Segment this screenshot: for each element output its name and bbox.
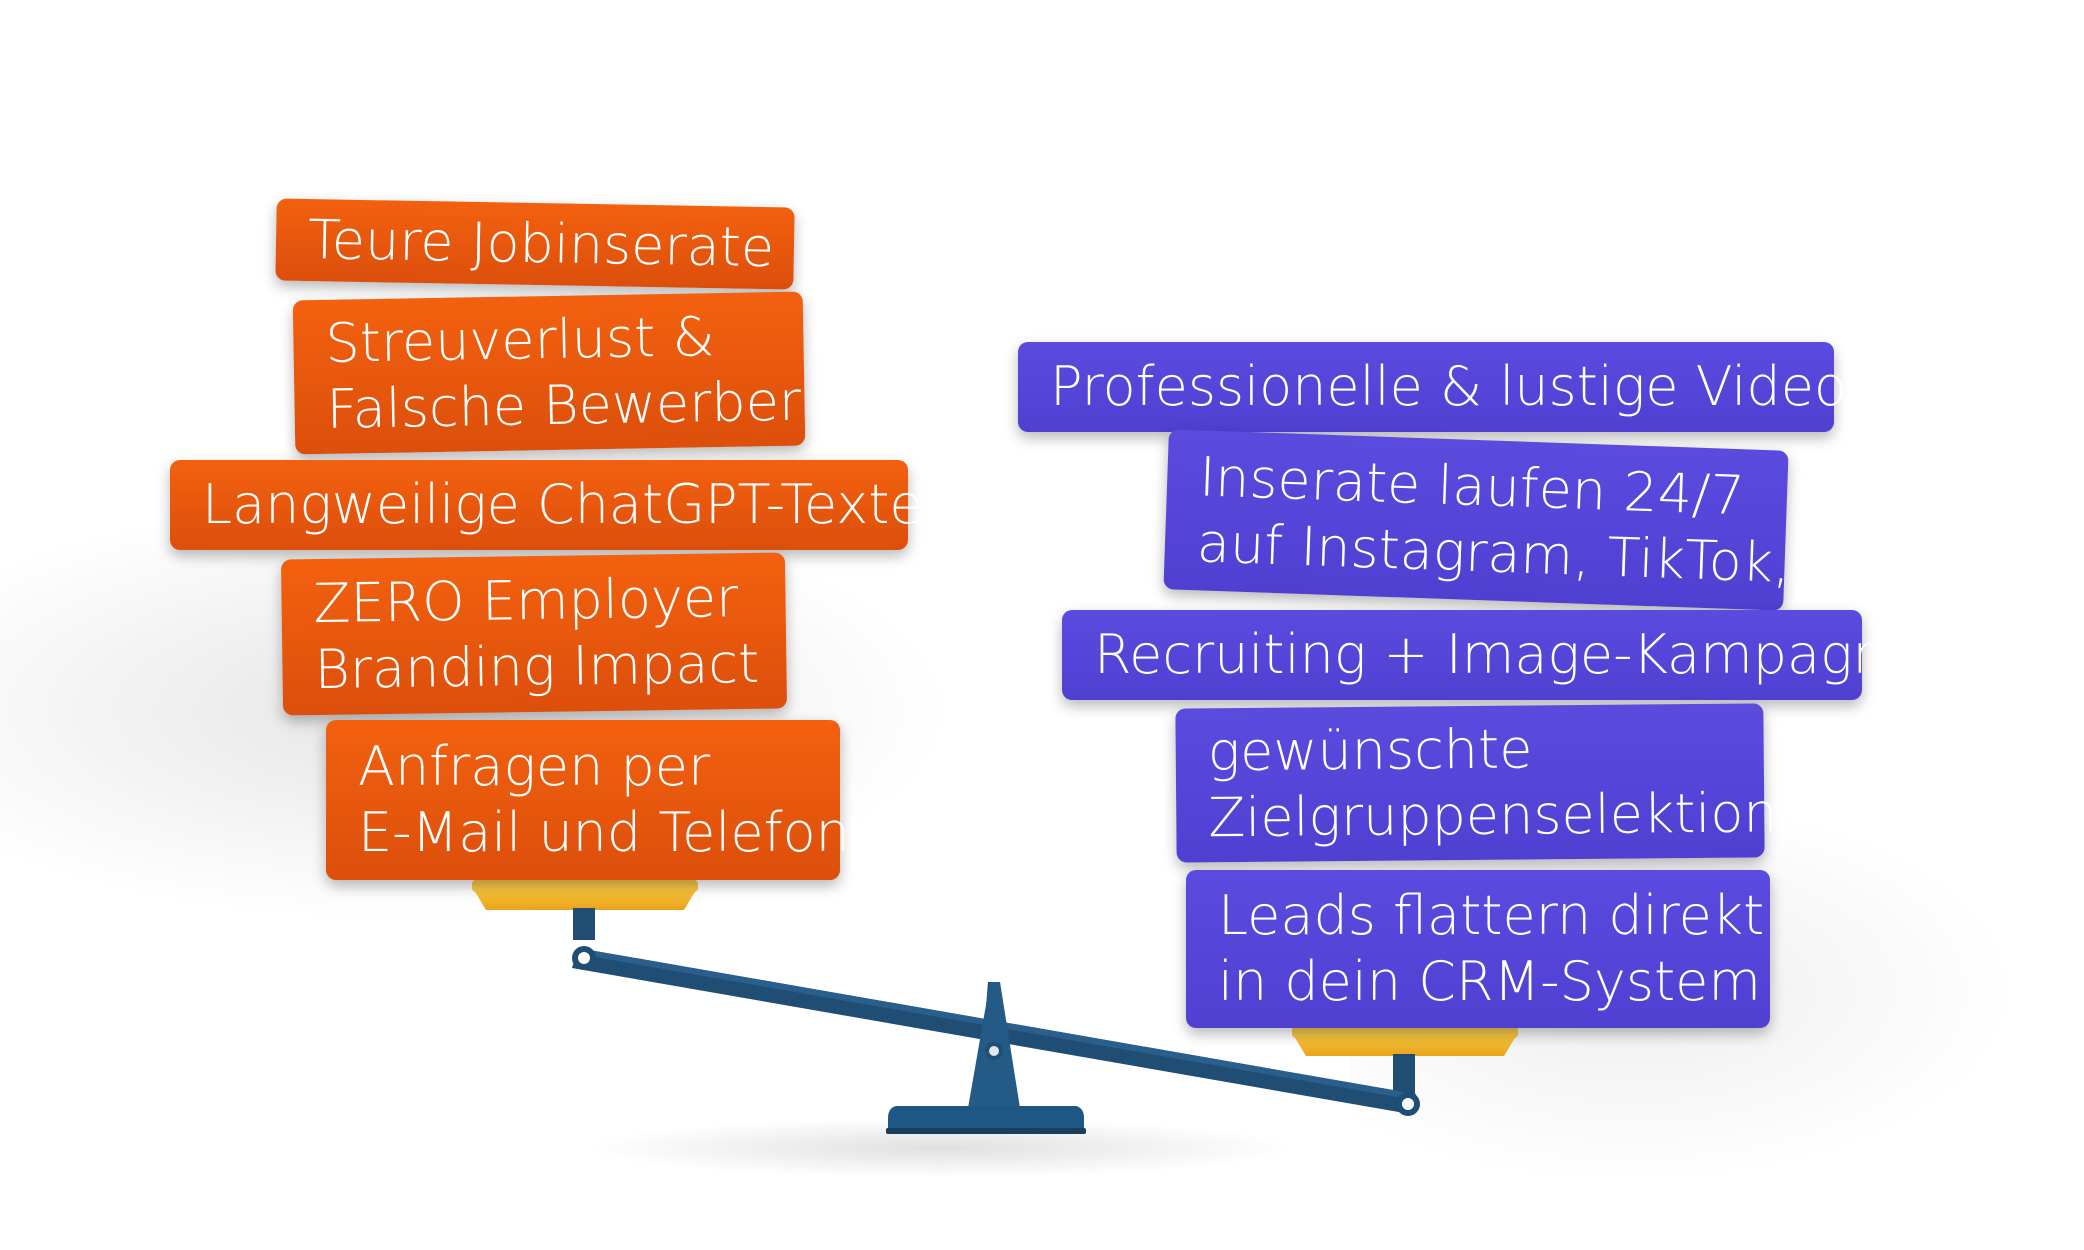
left-card-2: Streuverlust & Falsche Bewerber xyxy=(292,291,806,455)
right-card-3: Recruiting + Image-Kampagne xyxy=(1062,610,1920,700)
left-card-1: Teure Jobinserate xyxy=(275,198,795,290)
left-card-4-line-2: Branding Impact xyxy=(314,631,760,702)
left-card-3: Langweilige ChatGPT-Texte xyxy=(170,460,923,550)
fulcrum xyxy=(886,982,1086,1134)
right-card-3-line-1: Recruiting + Image-Kampagne xyxy=(1094,623,1920,686)
left-card-5-line-1: Anfragen per xyxy=(358,735,711,798)
right-card-4-line-1: gewünschte xyxy=(1207,717,1533,784)
left-pan xyxy=(472,880,698,940)
right-card-2-line-2: auf Instagram, TikTok, ... xyxy=(1195,511,1860,598)
left-card-5-line-2: E-Mail und Telefon xyxy=(358,801,850,864)
right-card-5: Leads flattern direkt in dein CRM-System xyxy=(1186,870,1770,1028)
right-card-1-line-1: Professionelle & lustige Videos xyxy=(1050,355,1876,418)
right-card-1: Professionelle & lustige Videos xyxy=(1018,342,1875,432)
left-card-4: ZERO Employer Branding Impact xyxy=(280,552,788,716)
left-card-1-line-1: Teure Jobinserate xyxy=(307,208,775,280)
left-card-2-line-2: Falsche Bewerber xyxy=(326,369,802,441)
left-card-3-line-1: Langweilige ChatGPT-Texte xyxy=(202,473,923,536)
left-card-5: Anfragen per E-Mail und Telefon xyxy=(326,720,850,880)
right-pan xyxy=(1292,1026,1518,1098)
right-card-4: gewünschte Zielgruppenselektion xyxy=(1175,703,1778,863)
right-card-5-line-1: Leads flattern direkt xyxy=(1218,884,1765,947)
right-card-2: Inserate laufen 24/7 auf Instagram, TikT… xyxy=(1163,429,1860,611)
right-card-5-line-2: in dein CRM-System xyxy=(1218,950,1761,1013)
right-card-4-line-2: Zielgruppenselektion xyxy=(1208,781,1778,850)
left-card-4-line-1: ZERO Employer xyxy=(313,566,739,636)
left-card-2-line-1: Streuverlust & xyxy=(324,305,716,375)
